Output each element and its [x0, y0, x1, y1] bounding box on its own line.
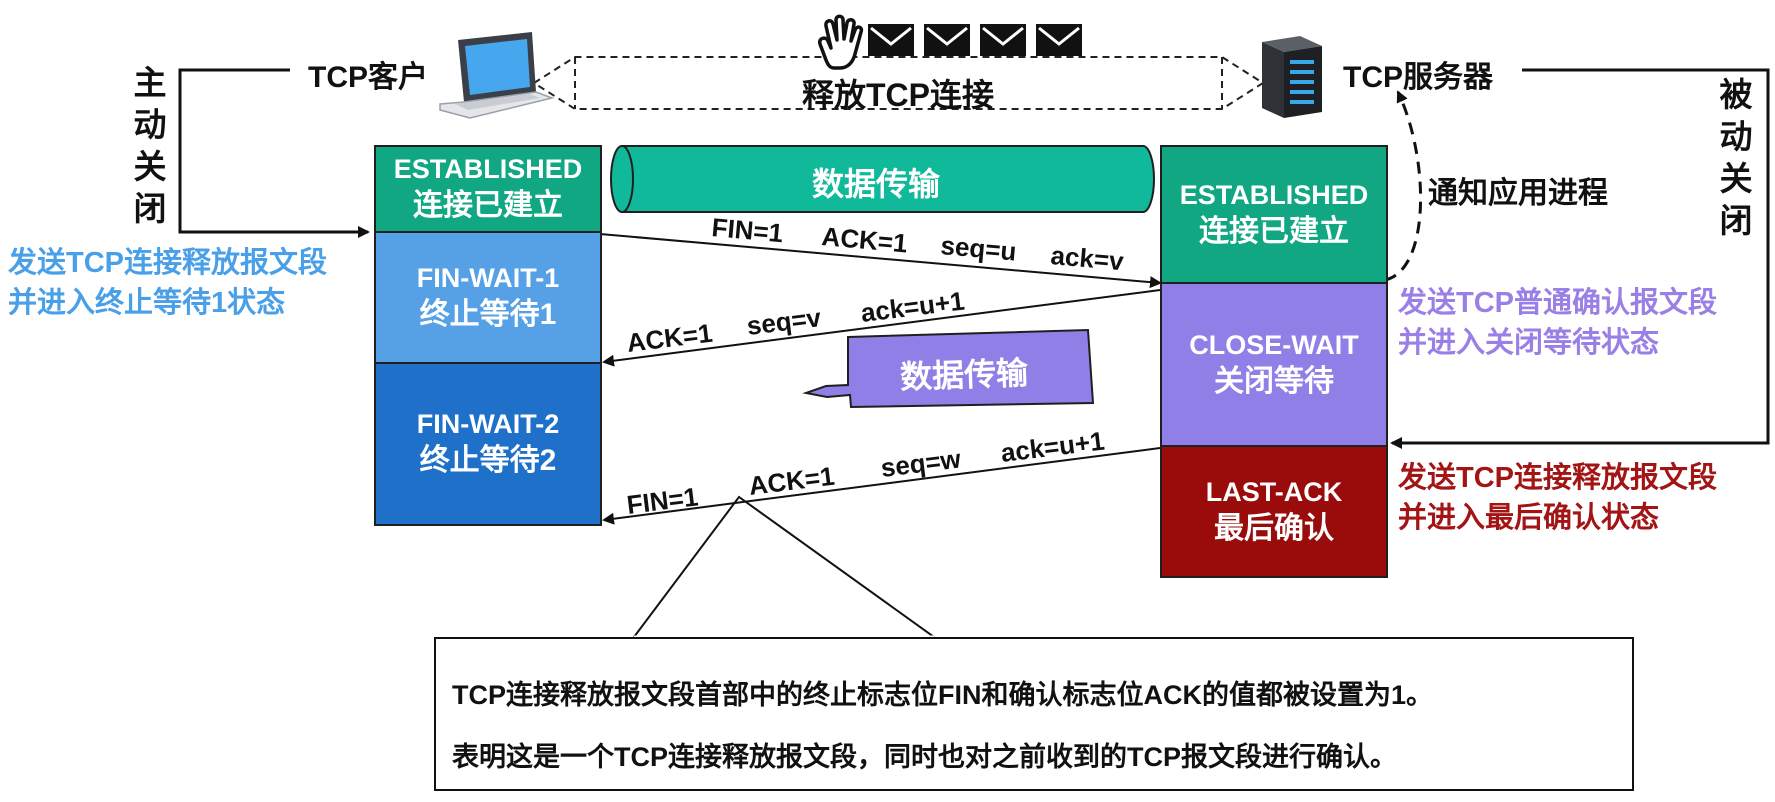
data-transfer-back-arrow: [802, 328, 1095, 409]
callout-line-1: TCP连接释放报文段首部中的终止标志位FIN和确认标志位ACK的值都被设置为1。: [452, 680, 1434, 710]
client-note: 发送TCP连接释放报文段并进入终止等待1状态: [8, 247, 328, 319]
fin2-labels: FIN=1 ACK=1 seq=w ack=u+1: [625, 425, 1106, 519]
fin1-labels: FIN=1 ACK=1 seq=u ack=v: [710, 212, 1125, 276]
active-close-line: [178, 68, 370, 238]
laptop-icon: [439, 32, 555, 119]
hand-icon: [817, 14, 864, 70]
notify-app-arrow: [1384, 90, 1423, 282]
fin2-ack: ACK=1: [747, 461, 836, 501]
data-transfer-back-label: 数据传输: [899, 354, 1029, 396]
fin2-acknum: ack=u+1: [999, 425, 1106, 467]
passive-close-line: [1390, 68, 1770, 449]
server-note-close-wait: 发送TCP普通确认报文段并进入关闭等待状态: [1398, 287, 1718, 359]
data-transfer-cylinder: [610, 145, 1155, 213]
fin1-ack: ACK=1: [820, 221, 908, 258]
fin1-arrow: [599, 233, 1162, 289]
ack-ack: ACK=1: [625, 318, 714, 358]
fin1-fin: FIN=1: [710, 212, 784, 248]
data-transfer-top-label: 数据传输: [812, 166, 941, 202]
client-label: TCP客户: [308, 61, 428, 94]
fin1-acknum: ack=v: [1049, 240, 1125, 276]
ack-acknum: ack=u+1: [859, 285, 966, 327]
passive-close-label: 被动关闭: [1719, 75, 1753, 240]
callout-line-2: 表明这是一个TCP连接释放报文段，同时也对之前收到的TCP报文段进行确认。: [452, 742, 1397, 772]
active-close-label: 主动关闭: [133, 63, 167, 228]
envelope-icon: [868, 24, 1082, 56]
fin2-fin: FIN=1: [625, 481, 700, 519]
fin2-arrow: [602, 447, 1161, 525]
server-icon: [1262, 36, 1322, 118]
callout-box: TCP连接释放报文段首部中的终止标志位FIN和确认标志位ACK的值都被设置为1。…: [434, 637, 1634, 791]
server-label: TCP服务器: [1343, 61, 1493, 94]
release-label: 释放TCP连接: [802, 77, 995, 113]
server-note-last-ack: 发送TCP连接释放报文段并进入最后确认状态: [1398, 462, 1718, 534]
callout-pointer: [633, 495, 935, 638]
fin1-seq: seq=u: [939, 230, 1017, 266]
notify-app-label: 通知应用进程: [1428, 177, 1608, 210]
ack-arrow: [602, 289, 1161, 367]
fin2-seq: seq=w: [879, 443, 963, 483]
